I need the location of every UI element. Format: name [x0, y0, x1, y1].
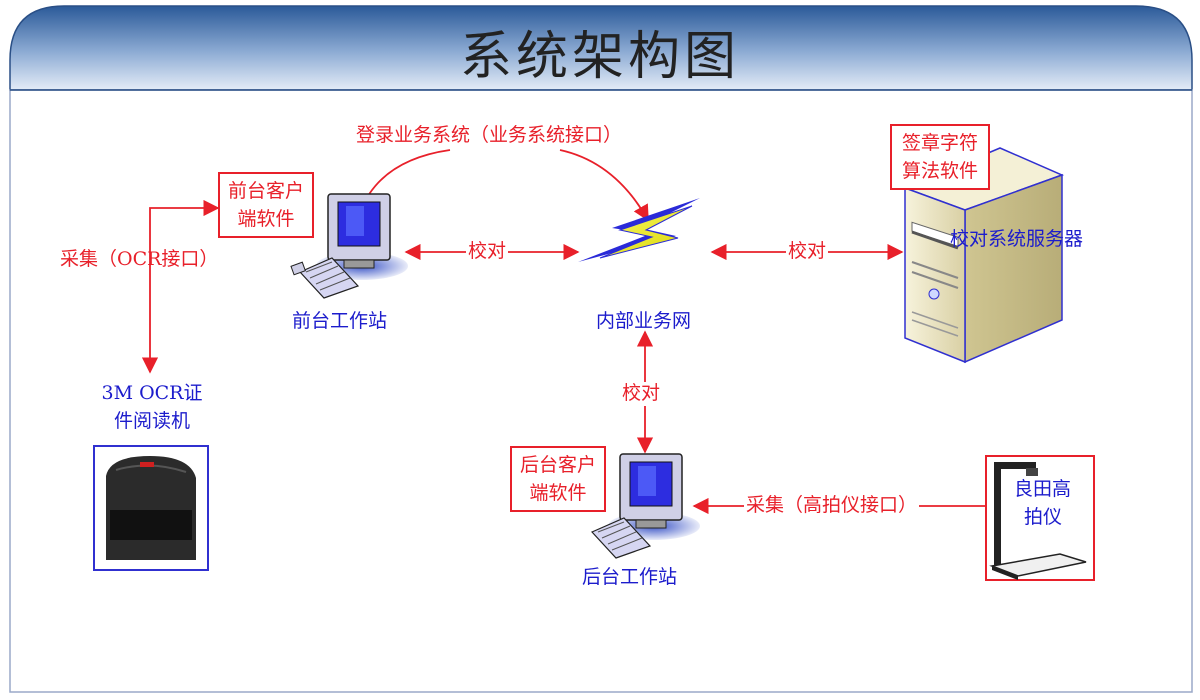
algorithm-software-line-1: 签章字符: [901, 132, 978, 154]
front-software-line-2: 端软件: [237, 208, 295, 230]
back-software-line-2: 端软件: [529, 482, 587, 504]
front-software-line-1: 前台客户: [227, 180, 304, 202]
server-icon: [902, 147, 1065, 364]
algorithm-software-box: 签章字符 算法软件: [890, 124, 990, 190]
back-software-box: 后台客户 端软件: [510, 446, 606, 512]
back-workstation-icon: [590, 453, 700, 559]
page-title: 系统架构图: [459, 27, 740, 87]
ocr-reader-image: [93, 445, 209, 571]
front-workstation-icon: [290, 193, 408, 299]
login-label: 登录业务系统（业务系统接口）: [356, 124, 623, 146]
back-software-line-1: 后台客户: [519, 454, 596, 476]
front-software-box: 前台客户 端软件: [218, 172, 314, 238]
collect-ocr-line: [141, 199, 220, 374]
camera-label-1: 良田高: [1014, 478, 1072, 500]
algorithm-software-line-2: 算法软件: [901, 160, 978, 182]
camera-label-2: 拍仪: [1024, 506, 1063, 528]
collect-ocr-label: 采集（OCR接口）: [60, 248, 219, 270]
back-station-label: 后台工作站: [582, 566, 678, 588]
verify-right-label: 校对: [786, 240, 829, 264]
camera-image: [985, 455, 1095, 581]
network-label: 内部业务网: [596, 310, 692, 332]
login-curve-right: [559, 149, 649, 222]
server-label: 校对系统服务器: [950, 228, 1084, 250]
verify-left-label: 校对: [466, 240, 509, 264]
lightning-bolt-icon: [578, 198, 700, 262]
ocr-reader-label-1: 3M OCR证: [101, 382, 203, 404]
verify-bottom-label: 校对: [622, 382, 661, 406]
collect-camera-label: 采集（高拍仪接口）: [744, 494, 920, 518]
ocr-reader-label-2: 件阅读机: [113, 410, 190, 432]
front-station-label: 前台工作站: [292, 310, 388, 332]
